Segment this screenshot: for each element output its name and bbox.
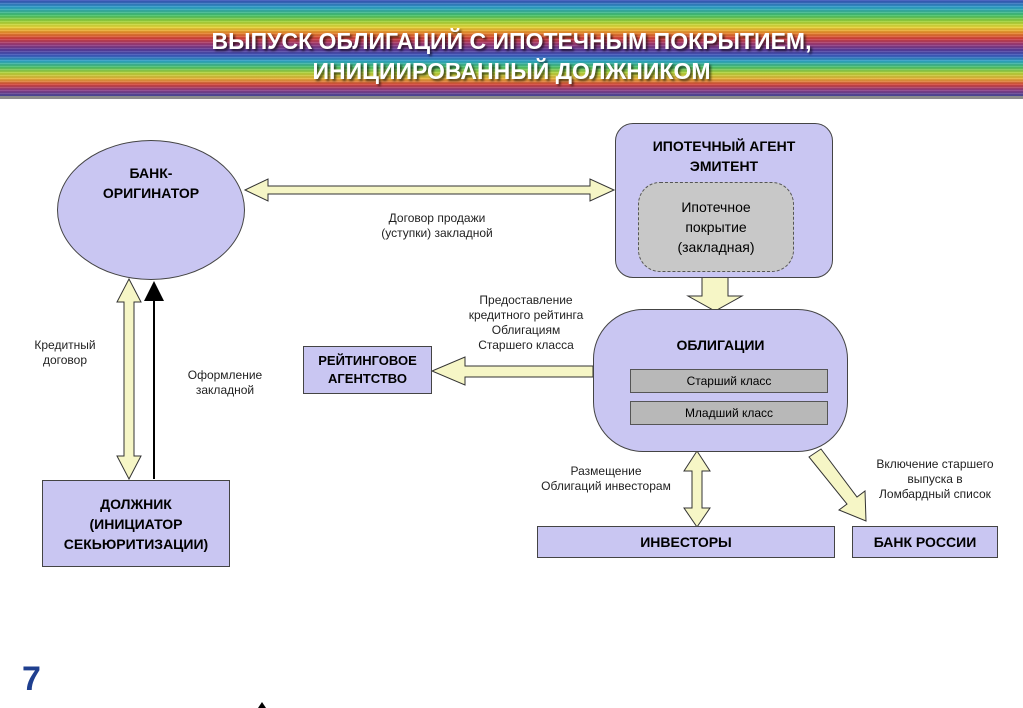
agent-to-bonds-arrow: [686, 276, 744, 312]
junior-class-label: Младший класс: [684, 406, 774, 420]
mortgage-cover-node: Ипотечное покрытие (закладная): [638, 182, 794, 272]
bonds-label: ОБЛИГАЦИИ: [676, 337, 765, 353]
lombard-label: Включение старшего выпуска в Ломбардный …: [876, 457, 994, 501]
investors-node: ИНВЕСТОРЫ: [537, 526, 835, 558]
sale-agreement-label: Договор продажи (уступки) закладной: [381, 211, 493, 240]
bank-originator-node: БАНК- ОРИГИНАТОР: [57, 140, 245, 280]
rating-arrow: [430, 356, 594, 386]
junior-class-bar: Младший класс: [630, 401, 828, 425]
investors-label: ИНВЕСТОРЫ: [640, 534, 732, 550]
sale-agreement-arrow: [243, 178, 616, 202]
header-divider: [0, 96, 1023, 99]
bank-of-russia-node: БАНК РОССИИ: [852, 526, 998, 558]
placement-label: Размещение Облигаций инвесторам: [541, 464, 671, 493]
credit-contract-label: Кредитный договор: [34, 338, 96, 367]
bonds-node: ОБЛИГАЦИИ Старший класс Младший класс: [593, 309, 848, 452]
credit-contract-arrow: [116, 277, 142, 481]
bottom-mark: [258, 702, 266, 708]
credit-rating-label: Предоставление кредитного рейтинга Облиг…: [468, 293, 584, 352]
senior-class-bar: Старший класс: [630, 369, 828, 393]
header-banner: ВЫПУСК ОБЛИГАЦИЙ С ИПОТЕЧНЫМ ПОКРЫТИЕМ, …: [0, 0, 1023, 96]
rating-agency-node: РЕЙТИНГОВОЕ АГЕНТСТВО: [303, 346, 432, 394]
bank-originator-label: БАНК- ОРИГИНАТОР: [102, 165, 200, 201]
header-stripes: [0, 0, 1023, 96]
debtor-node: ДОЛЖНИК (ИНИЦИАТОР СЕКЬЮРИТИЗАЦИИ): [42, 480, 230, 567]
mortgage-registration-label: Оформление закладной: [187, 368, 263, 397]
page-title: ВЫПУСК ОБЛИГАЦИЙ С ИПОТЕЧНЫМ ПОКРЫТИЕМ, …: [211, 28, 812, 84]
mortgage-agent-label: ИПОТЕЧНЫЙ АГЕНТ ЭМИТЕНТ: [652, 138, 796, 174]
debtor-label: ДОЛЖНИК (ИНИЦИАТОР СЕКЬЮРИТИЗАЦИИ): [63, 495, 209, 552]
mortgage-cover-label: Ипотечное покрытие (закладная): [677, 199, 755, 255]
bank-of-russia-label: БАНК РОССИИ: [873, 534, 977, 550]
mortgage-agent-node: ИПОТЕЧНЫЙ АГЕНТ ЭМИТЕНТ Ипотечное покрыт…: [615, 123, 833, 278]
slide-number: 7: [22, 660, 41, 698]
lombard-arrow: [808, 448, 867, 522]
rating-agency-label: РЕЙТИНГОВОЕ АГЕНТСТВО: [318, 353, 417, 386]
senior-class-label: Старший класс: [686, 374, 772, 388]
